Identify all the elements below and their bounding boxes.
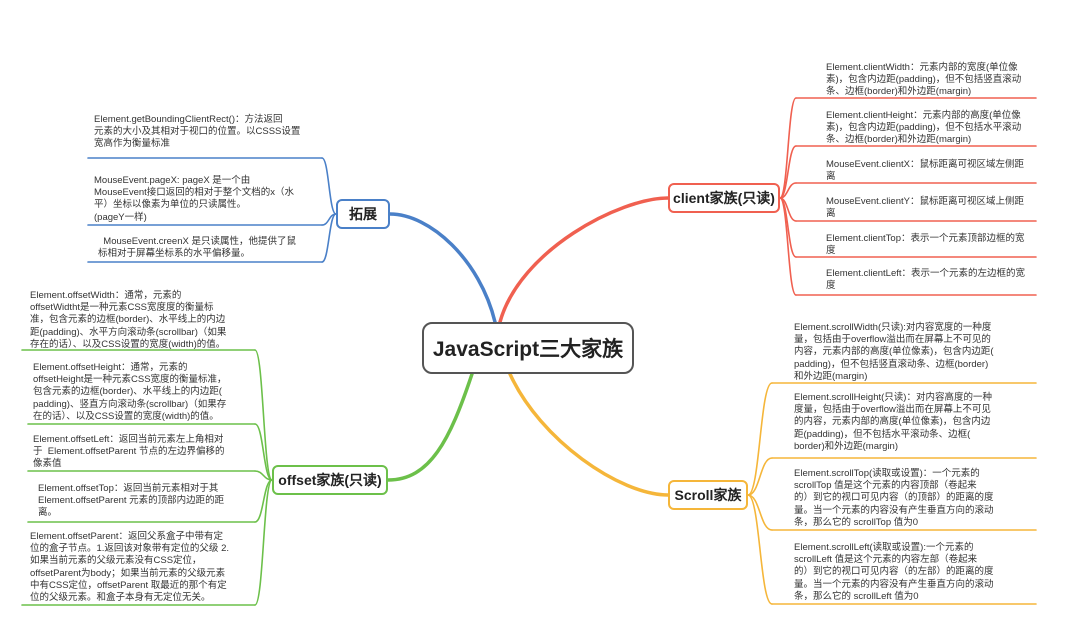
- connector-scroll-s1: [747, 457, 773, 496]
- leaf-client-height: Element.clientHeight：元素内部的高度(单位像 素)，包含内边…: [826, 110, 1022, 146]
- leaf-offset-left: Element.offsetLeft：返回当前元素左上角相对 于 Element…: [33, 434, 225, 470]
- leaf-client-top: Element.clientTop：表示一个元素顶部边框的宽 度: [826, 233, 1025, 257]
- leaf-scroll-width: Element.scrollWidth(只读):对内容宽度的一种度 量，包括由于…: [794, 322, 994, 382]
- branch-offset-family[interactable]: offset家族(只读): [272, 465, 388, 495]
- leaf-offset-width: Element.offsetWidth：通常，元素的 offsetWidtht是…: [30, 290, 227, 350]
- connector-offset-o1: [254, 423, 273, 481]
- connector-central-offset: [386, 372, 474, 482]
- leaf-mouse-client-y: MouseEvent.clientY：鼠标距离可视区域上侧距 离: [826, 196, 1024, 220]
- connector-central-scroll: [508, 372, 670, 497]
- leaf-offset-parent: Element.offsetParent：返回父系盒子中带有定 位的盒子节点。1…: [30, 531, 229, 604]
- leaf-mouse-client-x: MouseEvent.clientX：鼠标距离可视区域左侧距 离: [826, 159, 1024, 183]
- branch-extend[interactable]: 拓展: [336, 199, 390, 229]
- connector-extend-e2: [321, 213, 337, 263]
- central-topic[interactable]: JavaScript三大家族: [422, 322, 634, 374]
- leaf-scroll-top: Element.scrollTop(读取或设置)：一个元素的 scrollTop…: [794, 468, 994, 528]
- branch-scroll-family[interactable]: Scroll家族: [668, 480, 748, 510]
- leaf-scroll-height: Element.scrollHeight(只读)：对内容高度的一种 度量，包括由…: [794, 392, 992, 452]
- connector-offset-o0: [254, 349, 273, 481]
- leaf-scroll-left: Element.scrollLeft(读取或设置):一个元素的 scrollLe…: [794, 542, 994, 602]
- branch-client-family[interactable]: client家族(只读): [668, 183, 780, 213]
- connector-offset-o2: [254, 470, 273, 481]
- leaf-screen-x: MouseEvent.creenX 是只读属性，他提供了鼠 标相对于屏幕坐标系的…: [98, 236, 296, 260]
- connector-scroll-s3: [747, 494, 773, 605]
- connector-client-c1: [779, 145, 797, 199]
- connector-central-client: [498, 196, 670, 324]
- leaf-bounding-client-rect: Element.getBoundingClientRect()：方法返回 元素的…: [94, 114, 301, 150]
- connector-scroll-s0: [747, 382, 773, 496]
- connector-offset-o4: [254, 479, 273, 606]
- leaf-offset-height: Element.offsetHeight：通常，元素的 offsetHeight…: [33, 362, 227, 422]
- leaf-offset-top: Element.offsetTop：返回当前元素相对于其 Element.off…: [38, 483, 225, 519]
- connector-client-c5: [779, 197, 797, 296]
- connector-extend-e0: [321, 157, 337, 215]
- leaf-client-width: Element.clientWidth：元素内部的宽度(单位像 素)，包含内边距…: [826, 62, 1022, 98]
- connector-central-extend: [388, 212, 497, 324]
- leaf-client-left: Element.clientLeft：表示一个元素的左边框的宽 度: [826, 268, 1026, 292]
- leaf-page-x: MouseEvent.pageX: pageX 是一个由 MouseEvent接…: [94, 175, 295, 223]
